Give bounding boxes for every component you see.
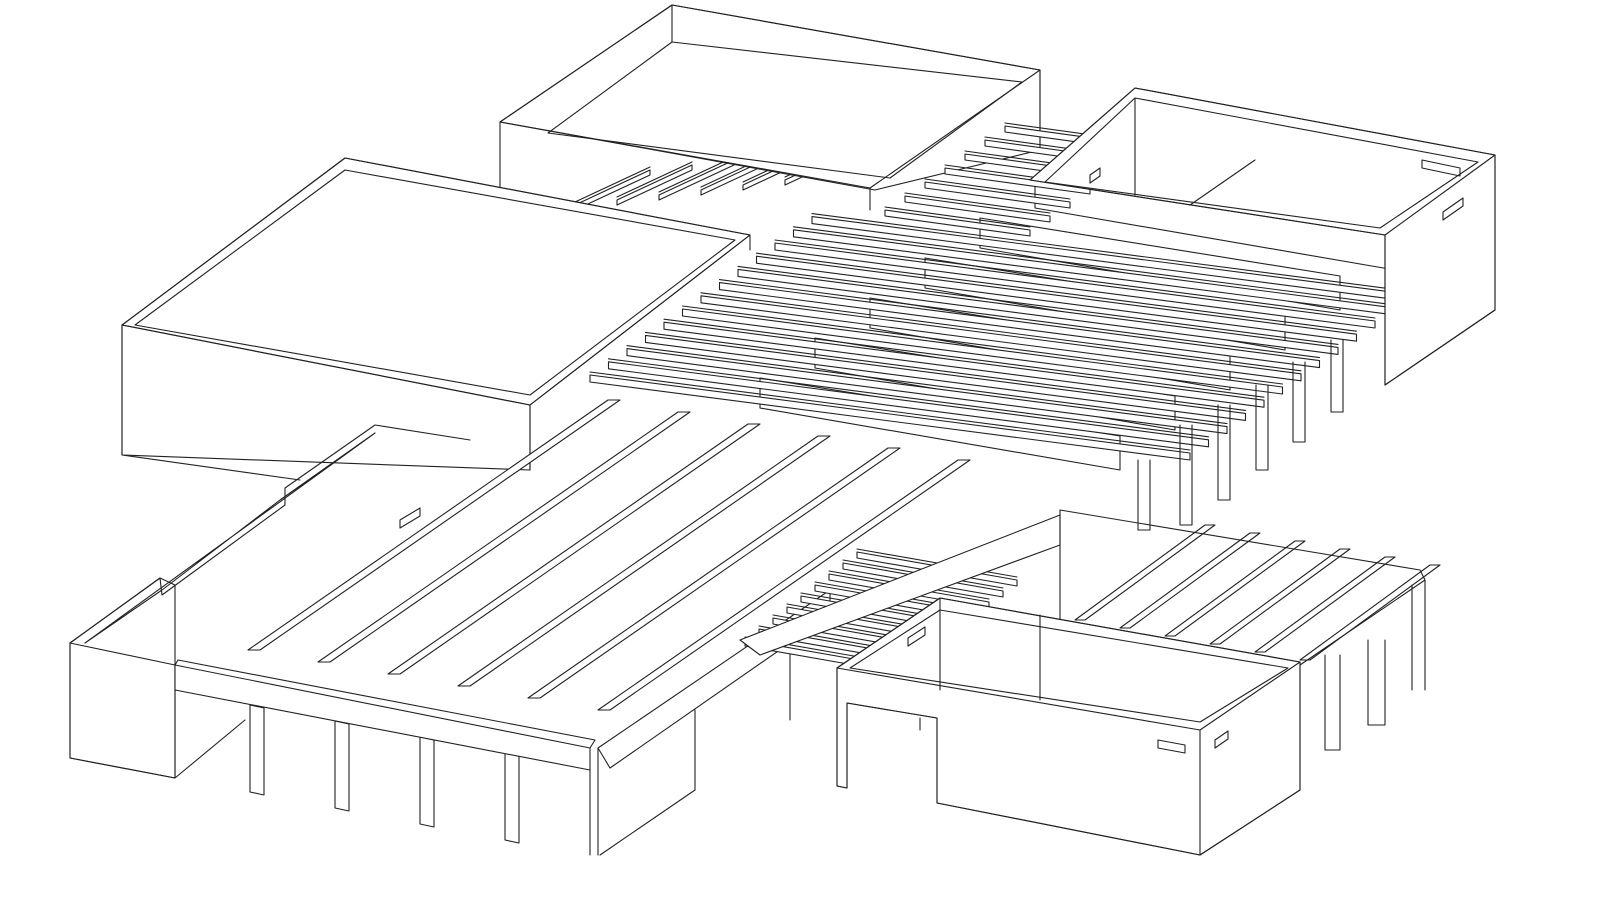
se-joist: [1299, 564, 1441, 661]
east-beam: [904, 195, 1051, 223]
east-beam: [884, 209, 1031, 237]
central-beam: [737, 268, 1339, 355]
sw-column: [334, 720, 350, 812]
sw-column: [249, 704, 265, 796]
opening-east-2: [1442, 197, 1464, 221]
east-beam: [924, 181, 1071, 209]
opening-southeast-2: [1214, 730, 1229, 749]
sw-beam: [247, 399, 621, 651]
sw-beam: [317, 411, 691, 663]
box-southeast: [836, 597, 1301, 856]
central-beam: [663, 321, 1265, 408]
central-beam: [700, 295, 1302, 382]
se-joist: [1074, 524, 1216, 621]
central-beam: [755, 255, 1358, 342]
north-beam: [616, 164, 693, 206]
central-beam: [589, 374, 1191, 461]
north-beam: [658, 159, 735, 201]
central-beam: [644, 334, 1247, 421]
se-joist: [1254, 556, 1396, 653]
sw-beams: [247, 399, 971, 711]
sw-beam: [457, 435, 831, 687]
se-joist: [1209, 548, 1351, 645]
sw-beam: [597, 459, 971, 711]
se-joist: [1119, 532, 1261, 629]
opening-southeast-1: [1157, 739, 1186, 754]
central-beams: [589, 213, 1413, 461]
opening-east-1: [1421, 159, 1461, 177]
opening-southeast-3: [907, 626, 926, 647]
box-east: [884, 87, 1496, 386]
sw-column: [504, 752, 520, 844]
central-beam: [774, 242, 1376, 329]
central-beam: [607, 361, 1210, 448]
sw-columns: [249, 704, 520, 844]
sw-beam: [387, 423, 761, 675]
sw-column: [419, 736, 435, 828]
central-beam: [681, 308, 1284, 395]
central-beam: [718, 282, 1321, 369]
tall-box-west: [121, 157, 751, 481]
central-beam: [626, 348, 1228, 435]
low-frame-southwest: [69, 399, 971, 856]
central-deck-columns: [1137, 339, 1344, 531]
sw-beam: [527, 447, 901, 699]
se-joist: [1164, 540, 1306, 637]
tall-box-north: [499, 4, 1041, 211]
